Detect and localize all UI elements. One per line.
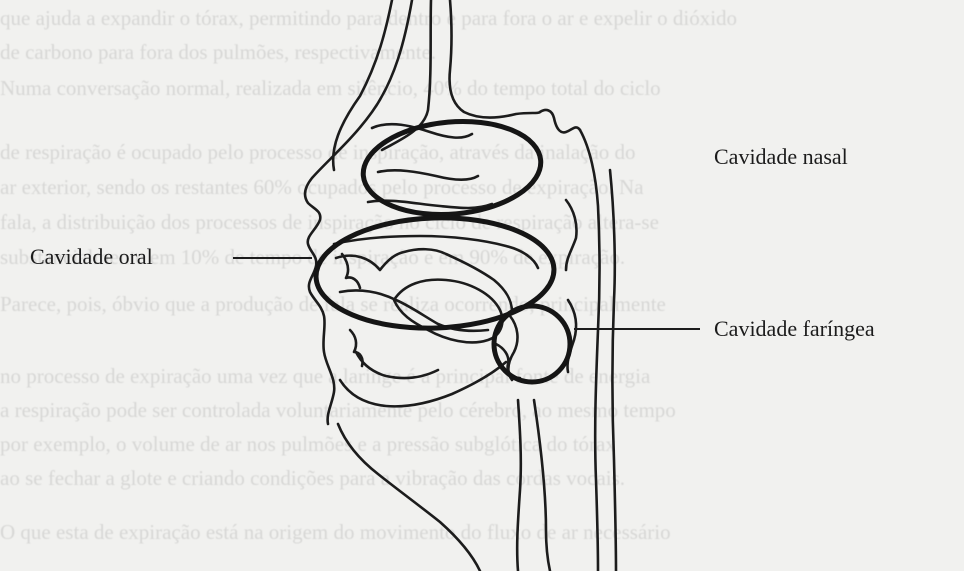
upper-teeth	[342, 254, 360, 288]
label-oral-cavity: Cavidade oral	[30, 244, 153, 270]
posterior-nasal-wall	[540, 110, 580, 132]
face-profile-outline	[305, 0, 412, 424]
skull-back-line	[450, 0, 540, 118]
oral-inner-loop	[394, 280, 502, 343]
hard-palate	[334, 236, 538, 268]
pharyngeal-cavity-ellipse	[494, 306, 570, 382]
epiglottis	[508, 316, 517, 380]
spine-front-line	[610, 170, 616, 571]
nasal-turbinate	[378, 170, 478, 179]
nasal-cavity-ellipse	[359, 114, 544, 221]
oral-cavity-ellipse	[314, 214, 556, 332]
larynx-front-wall	[517, 400, 521, 571]
jaw-line	[340, 362, 506, 406]
pharynx-back-wall	[580, 130, 600, 571]
trachea-front-wall	[534, 400, 550, 571]
label-pharyngeal-cavity: Cavidade faríngea	[714, 316, 875, 342]
vertebra-outline	[566, 200, 577, 270]
neck-front	[338, 424, 480, 571]
label-nasal-cavity: Cavidade nasal	[714, 144, 848, 170]
mandible-inner	[356, 352, 438, 378]
